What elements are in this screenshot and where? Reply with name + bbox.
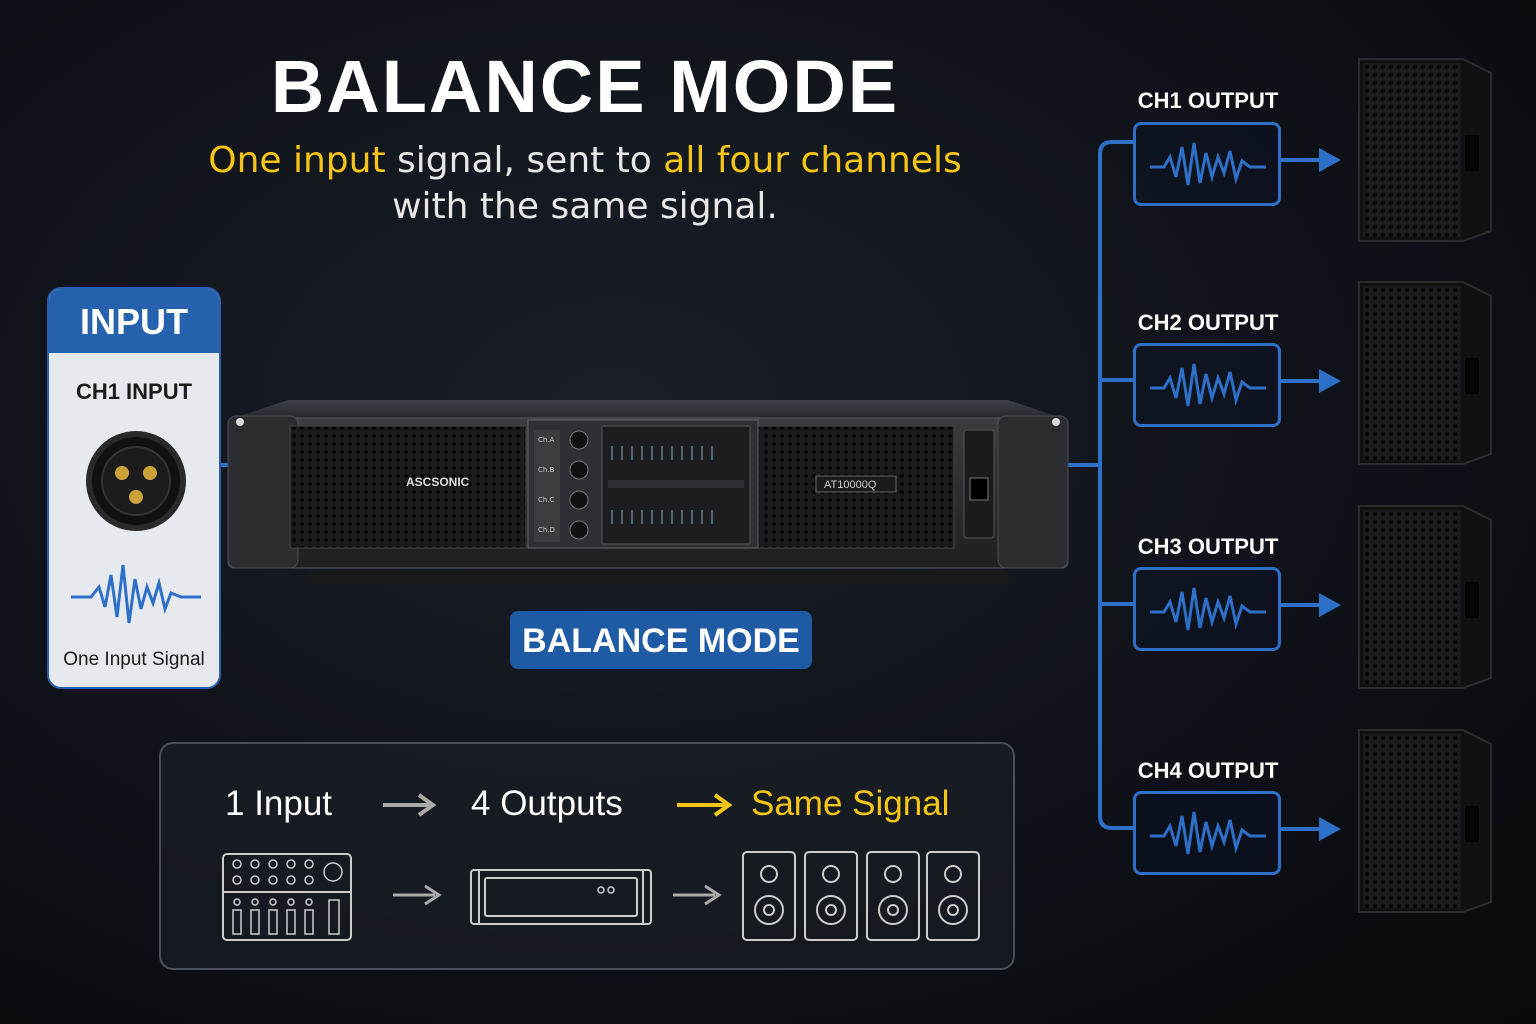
balance-mode-badge: BALANCE MODE [510, 611, 812, 669]
output-waveform-icon [1150, 363, 1266, 407]
arrow-right-icon [383, 793, 437, 817]
summary-panel: 1 Input 4 Outputs Same Signal [159, 742, 1015, 970]
summary-step-3-same-signal: Same Signal [751, 784, 950, 823]
ch2-output-label: CH2 OUTPUT [1137, 310, 1279, 335]
four-speakers-icon [742, 851, 980, 941]
subtitle-highlight-one-input: One input [208, 140, 386, 181]
amplifier-icon [470, 869, 652, 925]
xlr-connector-icon [86, 431, 186, 531]
ch3-output-arrow-icon [1281, 593, 1341, 617]
amp-model-text: AT10000Q [824, 479, 877, 491]
amp-channel-d: Ch.D [538, 526, 555, 534]
amp-channel-c: Ch.C [538, 496, 555, 504]
ch4-speaker [1358, 729, 1492, 913]
ch1-output-label: CH1 OUTPUT [1137, 88, 1279, 113]
output-waveform-icon [1150, 587, 1266, 631]
ch4-output-label: CH4 OUTPUT [1137, 758, 1279, 783]
ch1-output-arrow-icon [1281, 148, 1341, 172]
power-amplifier: ASCSONIC AT10000Q Ch.A Ch.B Ch.C Ch.D [227, 400, 1069, 584]
summary-step-2-outputs: 4 Outputs [471, 784, 623, 823]
ch4-output-arrow-icon [1281, 817, 1341, 841]
ch3-output-box [1133, 567, 1281, 651]
ch3-speaker [1358, 505, 1492, 689]
ch1-input-label: CH1 INPUT [75, 379, 193, 404]
ch2-output-box [1133, 343, 1281, 427]
page-subtitle: One input signal, sent to all four chann… [0, 138, 1170, 230]
output-waveform-icon [1150, 811, 1266, 855]
arrow-right-small-icon-2 [673, 884, 722, 906]
subtitle-line2: with the same signal. [392, 186, 778, 227]
amp-brand-text: ASCSONIC [406, 475, 470, 489]
input-card-header: INPUT [49, 289, 219, 353]
subtitle-text: signal, sent to [385, 140, 664, 181]
ch2-speaker [1358, 281, 1492, 465]
ch1-speaker [1358, 58, 1492, 242]
arrow-right-yellow-icon [677, 793, 733, 817]
ch3-output-label: CH3 OUTPUT [1137, 534, 1279, 559]
ch1-output-box [1133, 122, 1281, 206]
ch2-output-arrow-icon [1281, 369, 1341, 393]
amp-channel-b: Ch.B [538, 466, 555, 474]
arrow-right-small-icon [393, 884, 442, 906]
input-card: INPUT CH1 INPUT One Input Signal [47, 287, 221, 689]
one-input-signal-caption: One Input Signal [63, 649, 205, 670]
subtitle-highlight-all-channels: all four channels [663, 140, 962, 181]
output-waveform-icon [1150, 142, 1266, 186]
ch4-output-box [1133, 791, 1281, 875]
mixer-icon [222, 853, 352, 941]
page-title: BALANCE MODE [270, 45, 900, 128]
summary-step-1-input: 1 Input [225, 784, 333, 823]
amp-channel-a: Ch.A [538, 436, 555, 444]
input-waveform-icon [71, 564, 201, 624]
